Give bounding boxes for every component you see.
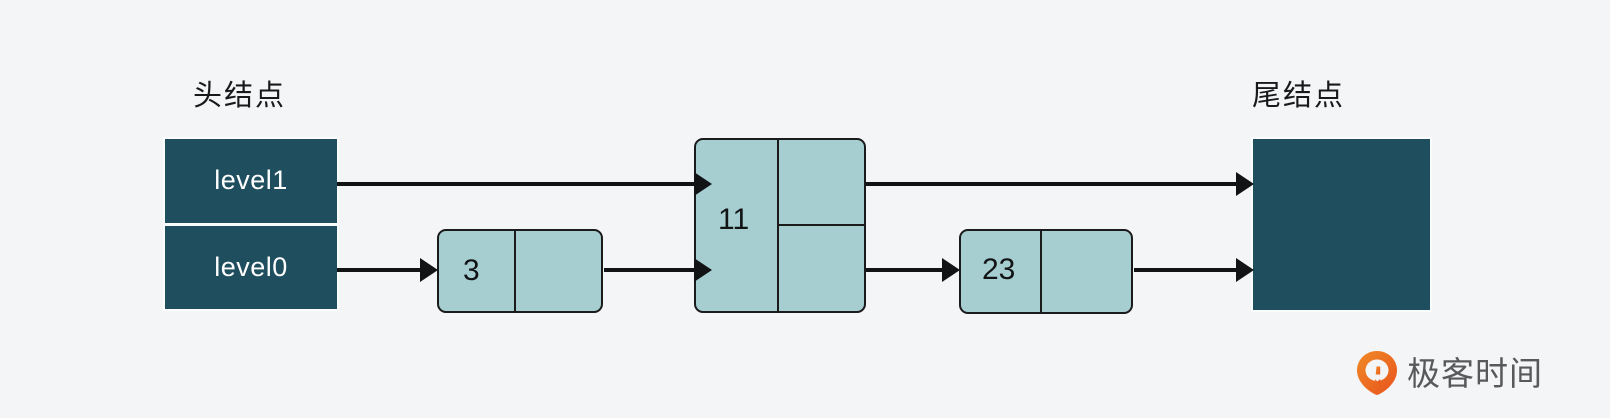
arrow-head-level0-to-node-3 — [337, 258, 438, 282]
skip-node-23 — [959, 229, 1133, 314]
skip-node-3-divider — [514, 231, 516, 311]
skip-node-3 — [437, 229, 603, 313]
watermark: 极客时间 — [1356, 350, 1543, 396]
tail-node — [1251, 137, 1432, 312]
arrow-node-23-to-tail — [1134, 258, 1254, 282]
head-cell-level0: level0 — [165, 225, 337, 309]
watermark-text: 极客时间 — [1407, 354, 1543, 392]
geektime-pin-logo-icon — [1357, 351, 1397, 395]
arrow-head-level1-to-node-11 — [337, 172, 712, 196]
skip-node-3-key: 3 — [463, 254, 480, 287]
arrow-node-11-level1-to-tail — [866, 172, 1254, 196]
head-cell-level1: level1 — [165, 139, 337, 226]
arrow-node-11-level0-to-node-23 — [866, 258, 960, 282]
skip-node-23-divider — [1040, 231, 1042, 312]
skip-node-11-divider-horizontal — [777, 224, 864, 226]
tail-node-label: 尾结点 — [1252, 80, 1346, 112]
head-node-label: 头结点 — [193, 80, 287, 112]
skip-node-23-key: 23 — [982, 253, 1016, 286]
head-node: level1 level0 — [163, 137, 339, 311]
skip-node-11-key: 11 — [718, 203, 750, 236]
